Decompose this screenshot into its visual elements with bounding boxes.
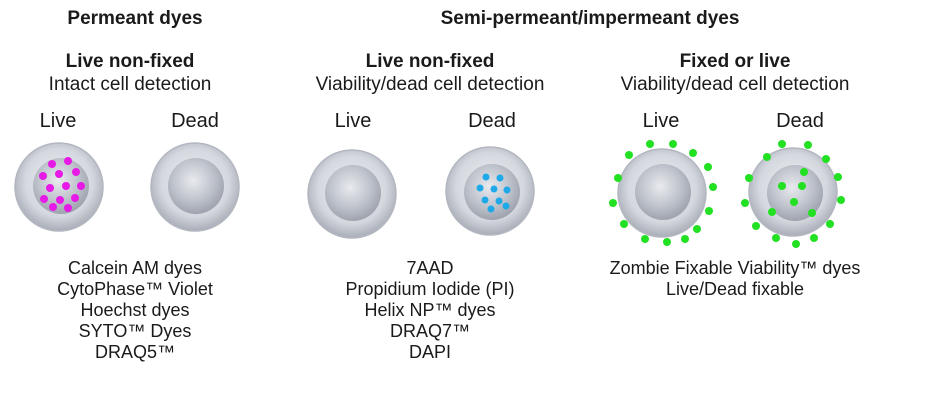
group2-subtitle: Viability/dead cell detection xyxy=(315,74,545,95)
group3-dye-list: Zombie Fixable Viability™ dyes Live/Dead… xyxy=(580,258,890,300)
group1-live-label: Live xyxy=(39,110,77,132)
dye-item: DAPI xyxy=(408,342,451,362)
dye-item: Calcein AM dyes xyxy=(67,258,203,278)
cell-group2-dead xyxy=(445,146,535,236)
dye-item: Live/Dead fixable xyxy=(665,279,805,299)
dye-item: CytoPhase™ Violet xyxy=(57,279,213,299)
dye-item: 7AAD xyxy=(406,258,454,278)
group2-dye-list: 7AAD Propidium Iodide (PI) Helix NP™ dye… xyxy=(315,258,545,363)
dye-item: DRAQ7™ xyxy=(389,321,470,341)
group2-dead-label: Dead xyxy=(468,110,516,132)
dye-item: Hoechst dyes xyxy=(80,300,190,320)
stain-group1-live-magenta xyxy=(39,157,85,212)
stain-group3-dead-green xyxy=(741,140,845,248)
group1-subtitle: Intact cell detection xyxy=(48,74,212,95)
group2-title: Live non-fixed xyxy=(365,51,495,72)
group2-live-label: Live xyxy=(334,110,372,132)
header-semi-permeant: Semi-permeant/impermeant dyes xyxy=(440,8,740,29)
cell-group1-live xyxy=(14,142,104,232)
stain-group2-dead-blue xyxy=(476,173,511,213)
group3-title: Fixed or live xyxy=(679,51,791,72)
group3-dead-label: Dead xyxy=(776,110,824,132)
group3-live-label: Live xyxy=(642,110,680,132)
dye-item: Helix NP™ dyes xyxy=(364,300,496,320)
cell-group3-live xyxy=(617,148,707,238)
dye-item: DRAQ5™ xyxy=(94,342,175,362)
stain-group3-live-green-surface xyxy=(609,140,717,246)
cell-group2-live xyxy=(307,149,397,239)
group1-title: Live non-fixed xyxy=(65,51,195,72)
header-permeant: Permeant dyes xyxy=(67,8,203,29)
dye-item: Zombie Fixable Viability™ dyes xyxy=(609,258,861,278)
dye-item: SYTO™ Dyes xyxy=(78,321,192,341)
group1-dye-list: Calcein AM dyes CytoPhase™ Violet Hoechs… xyxy=(20,258,250,363)
dye-item: Propidium Iodide (PI) xyxy=(345,279,515,299)
group1-dead-label: Dead xyxy=(171,110,219,132)
cell-group1-dead xyxy=(150,142,240,232)
group3-subtitle: Viability/dead cell detection xyxy=(620,74,850,95)
